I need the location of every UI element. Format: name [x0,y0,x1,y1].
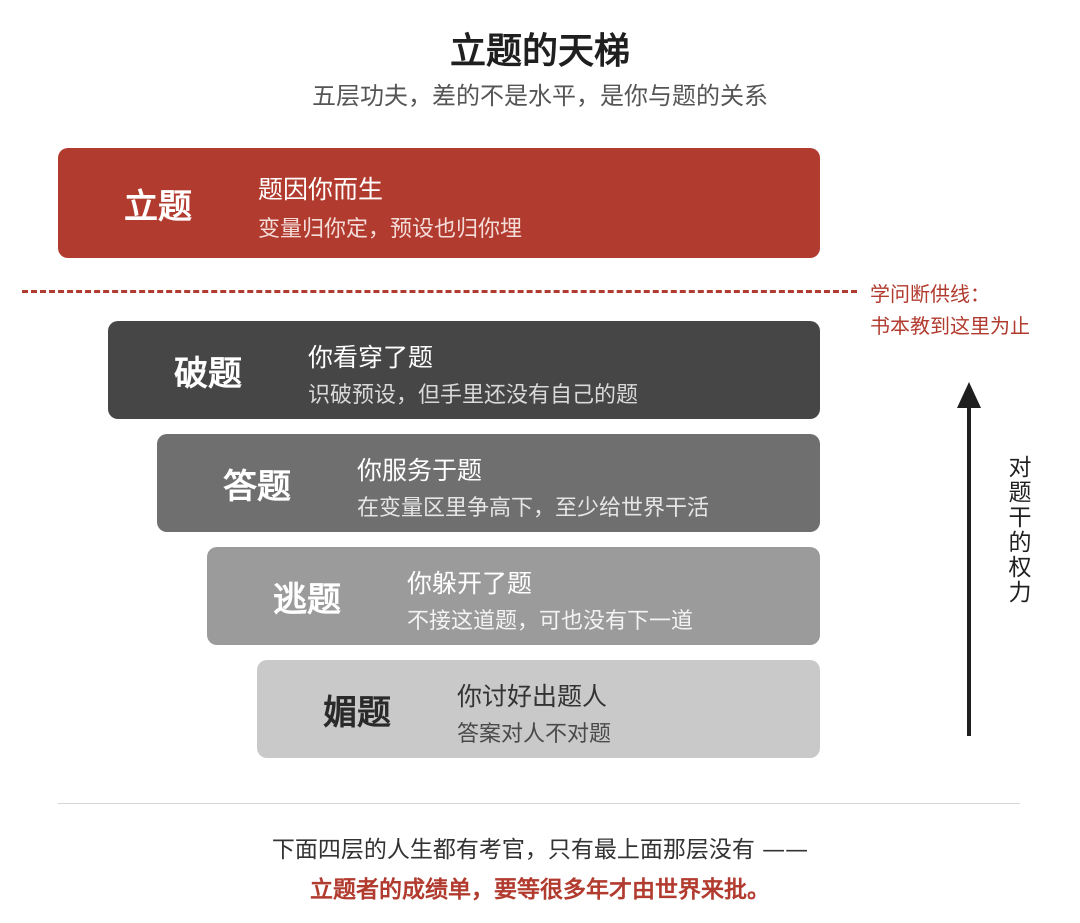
tier-description: 变量归你定，预设也归你埋 [258,217,523,242]
tier-description: 在变量区里争高下，至少给世界干活 [357,496,710,521]
diagram-title: 立题的天梯 [449,31,630,72]
power-arrow-shaft [967,400,971,736]
tier-liti: 立题 题因你而生 变量归你定，预设也归你埋 [58,148,820,258]
power-axis-label: 对题干的权力 [1004,455,1030,605]
tier-name: 逃题 [273,579,341,620]
tier-description: 答案对人不对题 [457,722,612,747]
tier-name: 破题 [174,353,242,394]
tier-headline: 你躲开了题 [407,569,533,598]
diagram-subtitle: 五层功夫，差的不是水平，是你与题的关系 [312,82,768,110]
footer-line1: 下面四层的人生都有考官，只有最上面那层没有 —— [271,837,809,863]
tier-headline: 你看穿了题 [308,343,434,372]
knowledge-cutoff-line [22,290,857,293]
tier-taoti: 逃题 你躲开了题 不接这道题，可也没有下一道 [207,547,820,645]
cutoff-note-line1: 学问断供线： [870,282,990,306]
tier-name: 答题 [223,466,291,507]
tier-headline: 题因你而生 [258,175,384,204]
tier-poti: 破题 你看穿了题 识破预设，但手里还没有自己的题 [108,321,820,419]
tier-name: 媚题 [323,692,391,733]
tier-meiti: 媚题 你讨好出题人 答案对人不对题 [257,660,820,758]
tier-description: 识破预设，但手里还没有自己的题 [308,383,639,408]
footer-divider [58,803,1020,804]
tier-headline: 你讨好出题人 [457,682,608,711]
tier-name: 立题 [124,186,192,227]
tier-description: 不接这道题，可也没有下一道 [407,609,694,634]
tier-dati: 答题 你服务于题 在变量区里争高下，至少给世界干活 [157,434,820,532]
tier-headline: 你服务于题 [357,456,483,485]
cutoff-note-line2: 书本教到这里为止 [870,314,1030,338]
footer-line2: 立题者的成绩单，要等很多年才由世界来批。 [310,877,770,903]
